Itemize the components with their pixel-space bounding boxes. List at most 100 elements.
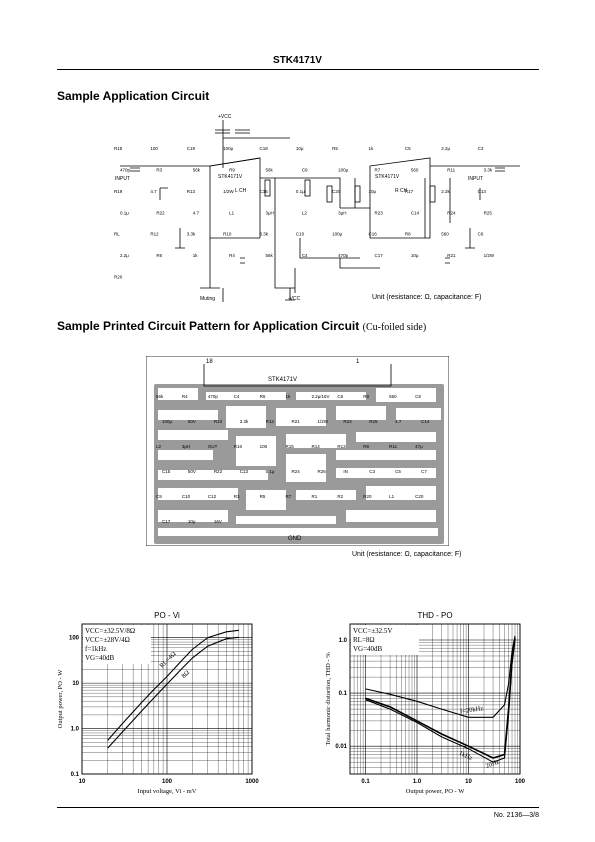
pcb-component-label: C12: [208, 494, 217, 499]
pcb-component-label: R9: [363, 444, 369, 449]
pcb-component-label: R6: [260, 394, 266, 399]
pcb-component-label: 100: [260, 444, 268, 449]
component-label: 0.1μ: [120, 210, 129, 215]
pcb-title: Sample Printed Circuit Pattern for Appli…: [57, 319, 360, 333]
component-label: 56k: [193, 167, 201, 172]
pcb-component-label: R4: [182, 394, 188, 399]
pcb-component-label: R24: [292, 469, 301, 474]
pcb-component-label: R11: [389, 444, 397, 449]
schematic-wiring: [120, 120, 520, 302]
component-label: 1k: [369, 146, 375, 151]
pcb-component-label: C20: [415, 494, 424, 499]
component-label: C18: [259, 146, 268, 151]
component-label: C4: [302, 253, 308, 258]
pcb-component-label: R21: [292, 419, 301, 424]
series-label-2: 20Hz: [485, 758, 501, 769]
pcb-subtitle: (Cu-foiled side): [362, 322, 427, 333]
component-label: R5: [332, 146, 338, 151]
series-line-0: [107, 629, 239, 741]
component-label: R22: [156, 210, 165, 215]
component-label: R19: [114, 189, 123, 194]
component-label: 1/2W: [223, 189, 234, 194]
component-label: 100μ: [223, 146, 234, 151]
series-label-0: RL=4Ω: [158, 650, 177, 669]
chart-condition: VCC=±32.5V/8Ω: [85, 627, 135, 635]
pcb-component-label: C15: [162, 469, 171, 474]
y-tick-label: 0.01: [335, 744, 347, 750]
y-tick-label: 0.1: [339, 691, 348, 697]
pcb-component-label: R13: [337, 444, 346, 449]
series-label-0: f=20kHz: [460, 705, 484, 715]
component-label: 2.2μ: [441, 146, 450, 151]
component-label: 3.3k: [259, 232, 268, 237]
pcb-component-label: R25: [369, 419, 378, 424]
input-right-label: INPUT: [468, 176, 483, 182]
component-label: 1k: [193, 253, 199, 258]
x-tick-label: 1000: [245, 779, 259, 785]
section-title-pcb: Sample Printed Circuit Pattern for Appli…: [57, 319, 426, 333]
input-left-label: INPUT: [115, 176, 130, 182]
chart-frame: [81, 623, 253, 775]
vcc-top-label: +VCC: [218, 114, 232, 120]
pcb-component-label: 16V: [214, 519, 222, 524]
y-tick-label: 10: [72, 681, 79, 687]
page-footer: No. 2136—3/8: [493, 812, 539, 819]
y-tick-label: 100: [69, 636, 80, 642]
component-label: R12: [150, 232, 159, 237]
y-tick-label: 1.0: [71, 727, 80, 733]
component-label: R10: [223, 232, 232, 237]
pcb-gnd-label: GND: [288, 536, 302, 542]
document-title: STK4171V: [273, 55, 322, 66]
component-label: L2: [302, 210, 308, 215]
pcb-component-label: C17: [162, 519, 171, 524]
pcb-component-label: 4.7: [395, 419, 402, 424]
pcb-ic-label: STK4171V: [268, 377, 297, 383]
component-label: R25: [484, 210, 493, 215]
section-title-application: Sample Application Circuit: [57, 89, 210, 103]
chart-title: PO - Vi: [154, 611, 180, 620]
chart-condition: RL=8Ω: [353, 636, 375, 644]
pcb-component-label: L1: [389, 494, 395, 499]
component-label: 56k: [265, 167, 273, 172]
component-label: 3.3k: [484, 167, 493, 172]
pcb-component-label: R12: [266, 419, 275, 424]
component-label: R3: [156, 167, 162, 172]
chart-condition: VG=40dB: [353, 645, 383, 653]
component-label: C6: [478, 232, 484, 237]
component-label: 56k: [265, 253, 273, 258]
component-label: 560: [411, 167, 419, 172]
y-axis-label: Total harmonic distortion, THD - %: [325, 652, 332, 746]
chart-title: THD - PO: [417, 611, 452, 620]
pcb-component-label: R26: [317, 469, 326, 474]
pcb-component-label: C7: [421, 469, 427, 474]
component-label: R24: [447, 210, 456, 215]
component-label: 3μH: [265, 210, 273, 215]
x-axis-label: Input voltage, Vi - mV: [138, 788, 197, 795]
component-label: C9: [302, 167, 308, 172]
x-tick-label: 10: [79, 779, 86, 785]
component-label: C10: [296, 232, 305, 237]
pcb-component-label: 2.2μ/16V: [311, 394, 329, 399]
chart-grid: [81, 623, 253, 775]
component-label: C20: [332, 189, 341, 194]
component-label: 3μH: [338, 210, 346, 215]
pcb-component-label: C9: [156, 494, 162, 499]
pcb-unit-note: Unit (resistance: Ω, capacitance: F): [352, 551, 462, 558]
pcb-component-label: R2: [337, 494, 343, 499]
pcb-component-label: R5: [260, 494, 266, 499]
pcb-component-label: 1/2W: [317, 419, 328, 424]
ic-left-label: STK4171V: [218, 174, 243, 180]
pcb-component-label: 47μ: [415, 444, 423, 449]
pcb-component-label: R1: [311, 494, 317, 499]
component-label: 10μ: [369, 189, 377, 194]
series-line-2: [365, 639, 516, 763]
series-label-1: 1kHz: [458, 750, 474, 762]
pcb-component-label: 10μ: [188, 519, 196, 524]
pcb-component-label: 1k: [286, 394, 292, 399]
component-label: C16: [369, 232, 378, 237]
component-label: R6: [156, 253, 162, 258]
